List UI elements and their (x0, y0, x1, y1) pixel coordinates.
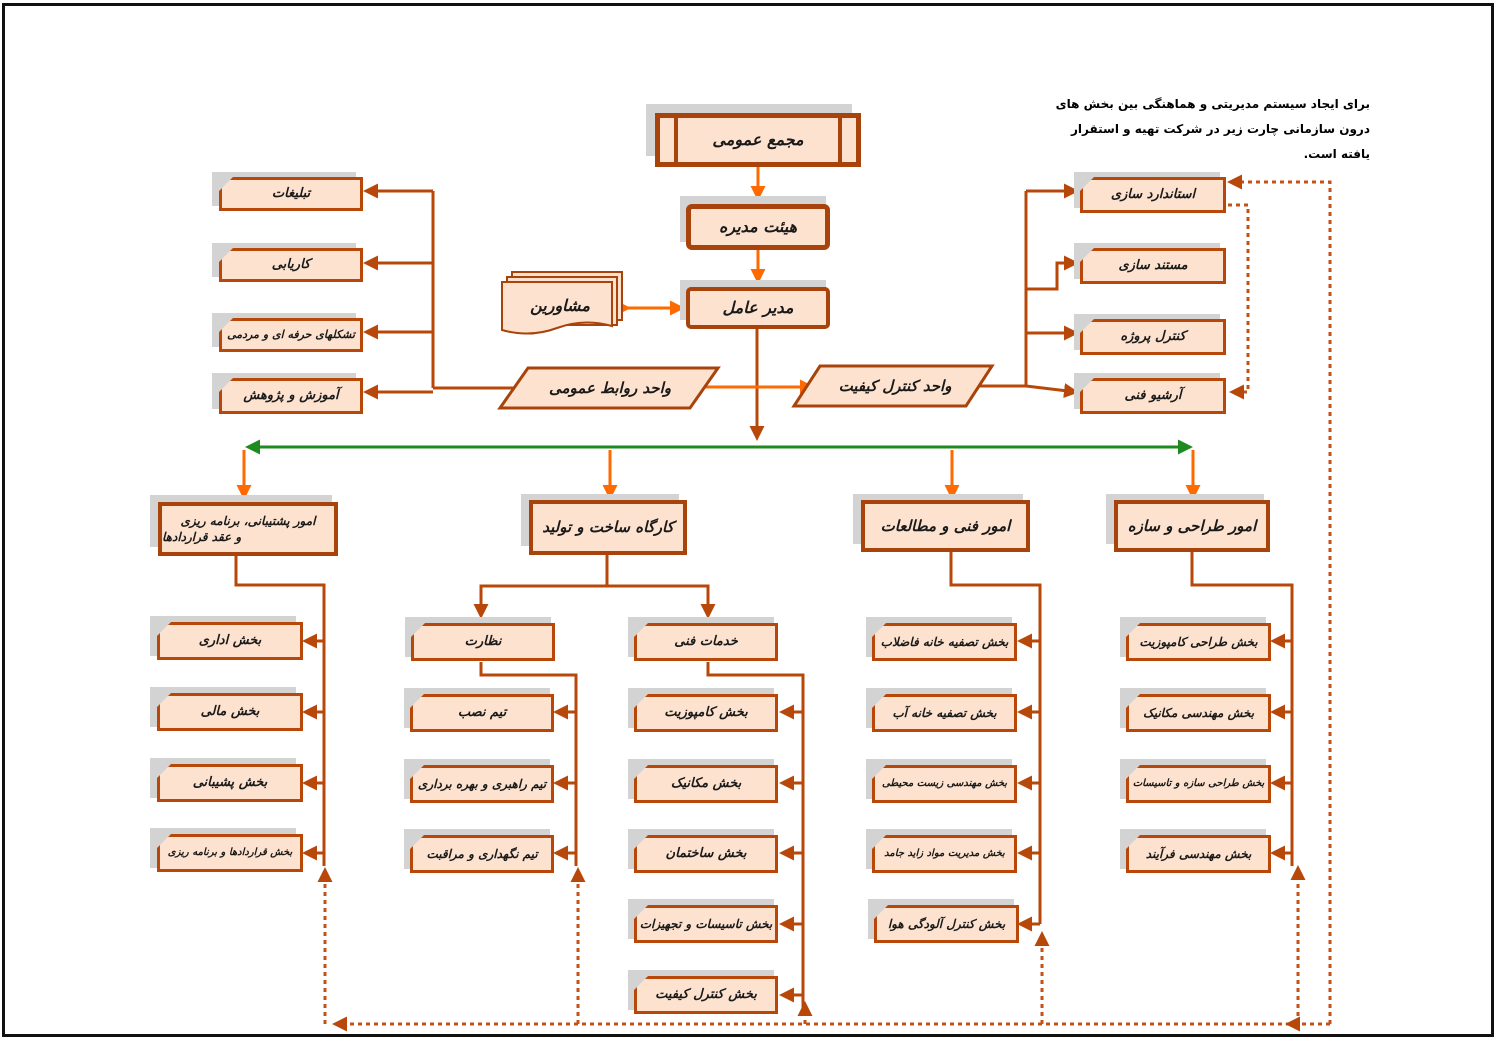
support-item: بخش مالی (157, 693, 303, 731)
qc-unit-label: واحد کنترل کیفیت (838, 377, 952, 395)
qc-item-label: کنترل پروژه (1120, 329, 1186, 345)
board-of-directors-label: هیئت مدیره (719, 217, 798, 237)
support-item-label: بخش مالی (200, 704, 260, 720)
ceo-label: مدیر عامل (722, 298, 794, 318)
support-connectors (234, 555, 326, 866)
division-workshop-box: کارگاه ساخت و تولید (529, 500, 687, 555)
intro-line-1: برای ایجاد سیستم مدیریتی و هماهنگی بین ب… (1055, 97, 1370, 111)
tech-services-box: خدمات فنی (634, 623, 778, 661)
support-item-label: بخش پشیبانی (192, 775, 268, 791)
division-workshop-label: کارگاه ساخت و تولید (542, 518, 674, 537)
supervision-item: تیم نصب (410, 694, 554, 732)
intro-text: برای ایجاد سیستم مدیریتی و هماهنگی بین ب… (1040, 92, 1370, 167)
supervision-item: تیم راهبری و بهره برداری (410, 765, 554, 803)
design-item: بخش مهندسی فرآیند (1126, 835, 1271, 873)
tech-services-item: بخش کامپوزیت (634, 694, 778, 732)
pr-item-label: آموزش و پژوهش (243, 388, 339, 404)
advisors-label: مشاورین (530, 295, 590, 315)
design-item-label: بخش مهندسی فرآیند (1145, 846, 1252, 861)
general-assembly-box: مجمع عمومی (655, 113, 861, 167)
technical-item-label: بخش تصفیه خانه آب (892, 705, 997, 720)
tech-services-label: خدمات فنی (674, 634, 738, 650)
supervision-item-label: تیم راهبری و بهره برداری (417, 776, 547, 791)
design-item-label: بخش مهندسی مکانیک (1142, 705, 1255, 720)
supervision-box: نظارت (411, 623, 555, 661)
pr-item-label: تشکلهای حرفه ای و مردمی (227, 327, 355, 341)
support-item: بخش قراردادها و برنامه ریزی (157, 834, 303, 872)
division-design-label: امور طراحی و سازه (1127, 516, 1257, 535)
advisors-stack (501, 271, 623, 335)
tech-services-item-label: بخش ساختمان (665, 846, 747, 862)
division-technical-label: امور فنی و مطالعات (880, 516, 1011, 535)
technical-item: بخش تصفیه خانه آب (872, 694, 1017, 732)
tech-services-item-label: بخش تاسیسات و تجهیزات (639, 916, 773, 931)
qc-item-label: مستند سازی (1118, 258, 1188, 274)
supervision-item-label: تیم نصب (457, 705, 507, 721)
support-item: بخش اداری (157, 622, 303, 660)
division-technical-box: امور فنی و مطالعات (861, 500, 1030, 552)
qc-dotted-links (1227, 174, 1332, 1024)
design-item-label: بخش طراحی سازه و تاسیسات (1132, 778, 1265, 790)
qc-item-standardization: استاندارد سازی (1080, 177, 1226, 213)
design-item: بخش طراحی کامپوزیت (1126, 623, 1271, 661)
division-support-line2: و عقد قراردادها (162, 530, 242, 544)
outer-frame (2, 3, 1494, 1037)
technical-item-label: بخش کنترل آلودگی هوا (887, 916, 1006, 931)
division-support-box: امور پشتیبانی، برنامه ریزی و عقد قرارداد… (158, 502, 338, 556)
tech-services-item: بخش مکانیک (634, 765, 778, 803)
tech-services-item: بخش تاسیسات و تجهیزات (634, 905, 778, 943)
tech-services-item-label: بخش مکانیک (670, 776, 742, 792)
pr-item-associations: تشکلهای حرفه ای و مردمی (219, 318, 363, 352)
bottom-dotted-loop (317, 865, 1330, 1032)
ceo-box: مدیر عامل (686, 287, 830, 329)
division-design-box: امور طراحی و سازه (1114, 500, 1270, 552)
top-chain-links (616, 167, 815, 441)
technical-item: بخش کنترل آلودگی هوا (874, 905, 1019, 943)
support-item: بخش پشیبانی (157, 764, 303, 802)
board-of-directors-box: هیئت مدیره (686, 204, 830, 250)
pr-item-ads: تبلیغات (219, 177, 363, 211)
tech-services-item-label: بخش کنترل کیفیت (655, 987, 757, 1003)
pr-item-recruitment: کاریابی (219, 248, 363, 282)
workshop-connectors (473, 555, 805, 1008)
design-item: بخش مهندسی مکانیک (1126, 694, 1271, 732)
supervision-item-label: تیم نگهداری و مراقبت (426, 846, 538, 861)
qc-item-label: استاندارد سازی (1110, 187, 1196, 203)
technical-item-label: بخش مدیریت مواد زاید جامد (884, 848, 1005, 860)
supervision-item: تیم نگهداری و مراقبت (410, 835, 554, 873)
pr-unit-label: واحد روابط عمومی (549, 379, 671, 397)
technical-connectors (949, 552, 1042, 932)
general-assembly-label: مجمع عمومی (712, 130, 804, 150)
tech-services-item: بخش ساختمان (634, 835, 778, 873)
design-connectors (1190, 552, 1294, 866)
pr-item-label: تبلیغات (271, 186, 311, 202)
support-item-label: بخش اداری (198, 633, 262, 649)
pr-unit-shape (497, 366, 721, 410)
tech-services-item: بخش کنترل کیفیت (634, 976, 778, 1014)
division-support-line1: امور پشتیبانی، برنامه ریزی (180, 513, 316, 528)
tech-services-item-label: بخش کامپوزیت (664, 705, 748, 721)
supervision-label: نظارت (464, 634, 502, 650)
qc-unit-shape (791, 364, 995, 408)
division-drops (236, 450, 1201, 500)
design-item-label: بخش طراحی کامپوزیت (1139, 634, 1258, 649)
technical-item-label: بخش مهندسی زیست محیطی (881, 778, 1008, 790)
technical-item: بخش مهندسی زیست محیطی (872, 765, 1017, 803)
design-item: بخش طراحی سازه و تاسیسات (1126, 765, 1271, 803)
qc-item-documentation: مستند سازی (1080, 248, 1226, 284)
intro-line-2: درون سازمانی چارت زیر در شرکت تهیه و است… (1071, 122, 1370, 161)
pr-item-training: آموزش و پژوهش (219, 378, 363, 414)
technical-item-label: بخش تصفیه خانه فاضلاب (880, 634, 1009, 649)
technical-item: بخش تصفیه خانه فاضلاب (872, 623, 1017, 661)
qc-connectors (975, 183, 1079, 399)
pr-connectors (363, 183, 520, 400)
pr-item-label: کاریابی (271, 257, 311, 273)
qc-item-archive: آرشیو فنی (1080, 378, 1226, 414)
qc-item-label: آرشیو فنی (1124, 388, 1182, 404)
qc-item-project-control: کنترل پروژه (1080, 319, 1226, 355)
technical-item: بخش مدیریت مواد زاید جامد (872, 835, 1017, 873)
support-item-label: بخش قراردادها و برنامه ریزی (167, 847, 293, 859)
